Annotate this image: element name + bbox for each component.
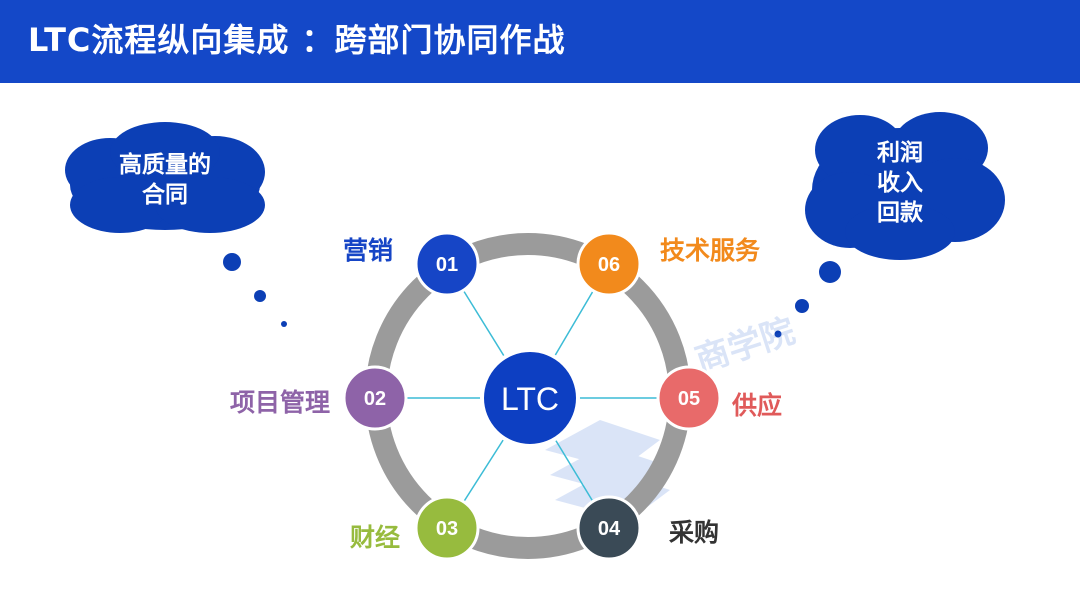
right-cloud-text: 利润 收入 回款 [840, 138, 960, 228]
node-label-marketing: 营销 [343, 236, 394, 265]
node-number-04: 04 [598, 518, 621, 540]
node-label-procurement: 采购 [669, 518, 720, 547]
svg-text:商学院: 商学院 [690, 311, 799, 381]
thought-dot [254, 290, 266, 302]
node-number-05: 05 [678, 388, 700, 410]
node-label-finance: 财经 [350, 523, 401, 552]
thought-dot [281, 321, 287, 327]
node-label-project-management: 项目管理 [230, 388, 331, 417]
node-number-02: 02 [364, 388, 386, 410]
left-cloud-line: 高质量的 [119, 152, 211, 178]
right-cloud-line: 回款 [877, 200, 923, 226]
node-number-01: 01 [436, 254, 458, 276]
node-label-supply: 供应 [732, 391, 783, 420]
node-circle-04 [576, 495, 642, 561]
right-cloud-line: 利润 [877, 140, 923, 166]
left-cloud-text: 高质量的 合同 [90, 150, 240, 210]
center-node [480, 348, 580, 448]
node-circle-01 [414, 231, 480, 297]
node-number-03: 03 [436, 518, 458, 540]
title-bar: LTC流程纵向集成 ：跨部门协同作战 [0, 0, 1080, 83]
page-title: LTC流程纵向集成 ：跨部门协同作战 [28, 21, 566, 59]
thought-dot [819, 261, 841, 283]
node-circle-03 [414, 495, 480, 561]
node-circle-02 [342, 365, 408, 431]
node-circle-05 [656, 365, 722, 431]
thought-dot [223, 253, 241, 271]
thought-dot [795, 299, 809, 313]
node-number-06: 06 [598, 254, 620, 276]
left-cloud [65, 122, 287, 327]
node-label-tech-service: 技术服务 [660, 236, 761, 265]
right-cloud [774, 112, 1005, 338]
right-cloud-line: 收入 [877, 170, 923, 196]
node-circle-06 [576, 231, 642, 297]
left-cloud-line: 合同 [142, 182, 188, 208]
center-label: LTC [501, 381, 559, 417]
thought-dot [774, 330, 782, 338]
